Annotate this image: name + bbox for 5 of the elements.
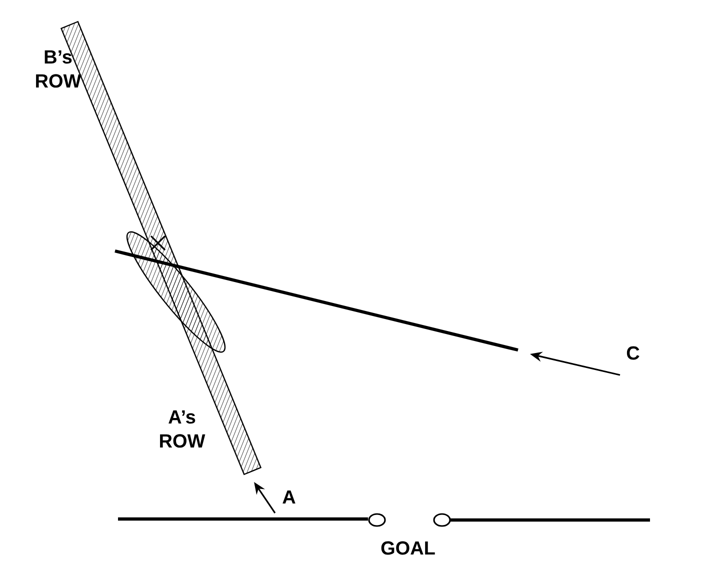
row-label: B’s ROW bbox=[36, 50, 82, 88]
row-label: A’s ROW bbox=[160, 410, 206, 448]
player-label: C bbox=[626, 346, 640, 360]
player-label: A bbox=[282, 490, 296, 504]
goal-label: GOAL bbox=[381, 541, 435, 555]
